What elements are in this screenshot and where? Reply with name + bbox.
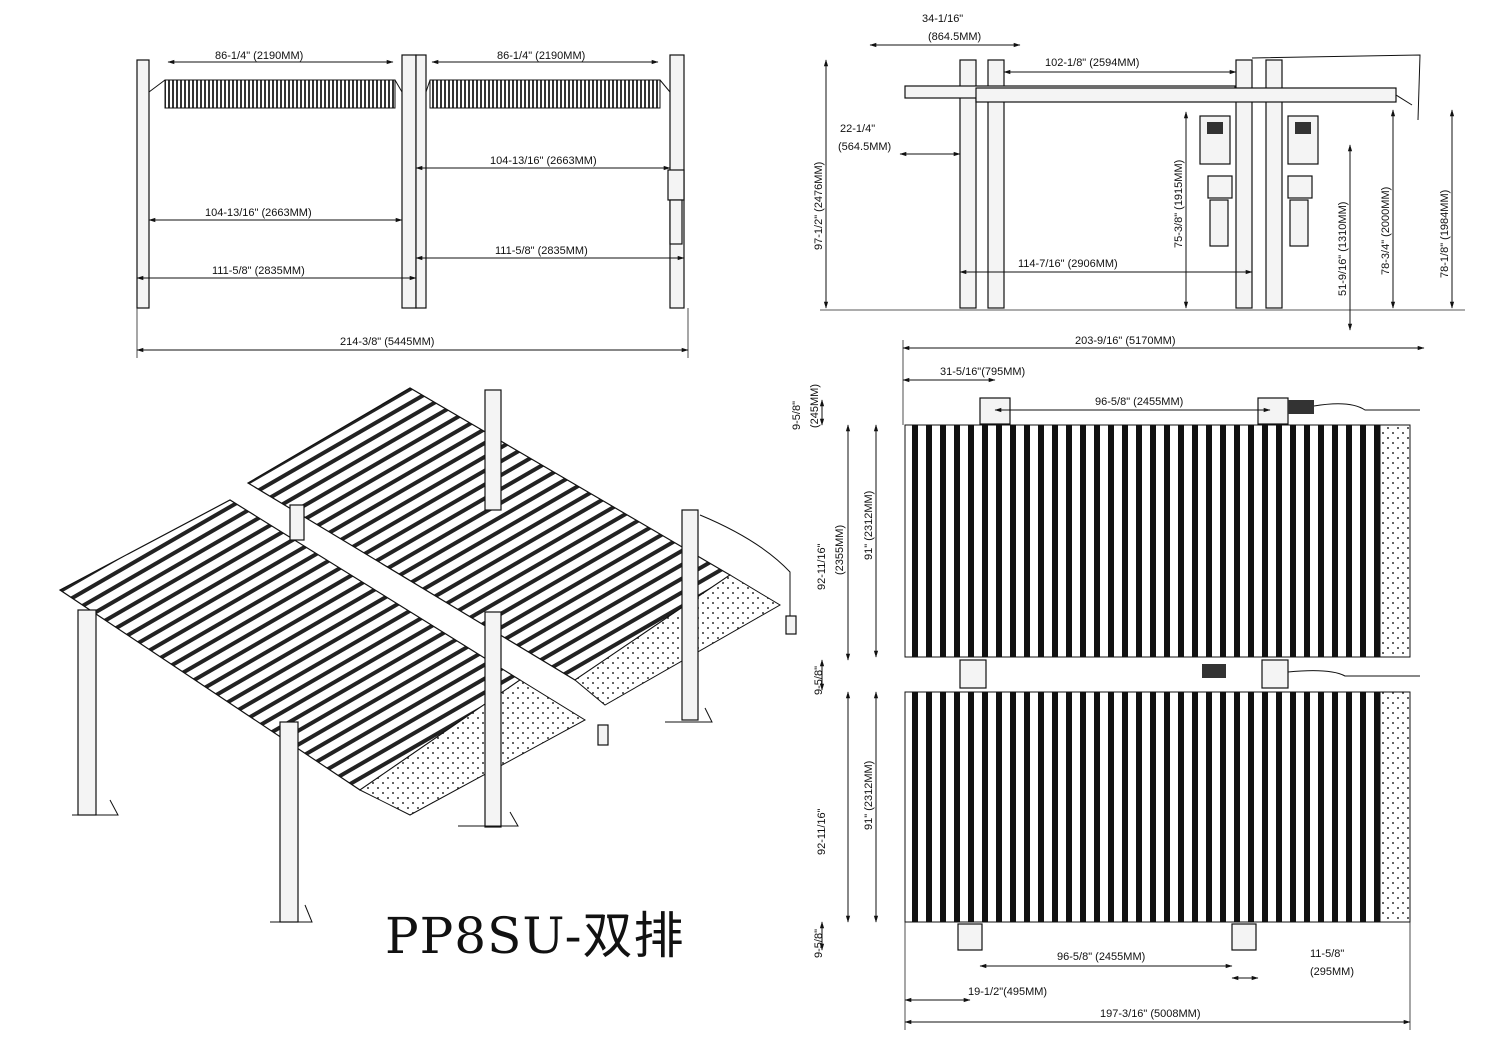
dim-span-left: 86-1/4" (2190MM) bbox=[215, 50, 303, 62]
dim-bay-width: 92-11/16" bbox=[816, 543, 828, 590]
dim-lift-height: 75-3/8" (1915MM) bbox=[1173, 160, 1185, 248]
motor bbox=[1287, 175, 1313, 199]
hose bbox=[1313, 403, 1420, 411]
dim-post-to-front: 31-5/16"(795MM) bbox=[940, 366, 1025, 378]
post-plate bbox=[957, 923, 983, 951]
isometric-view bbox=[58, 387, 797, 923]
post-plate bbox=[959, 659, 987, 689]
dim-outer-left: 111-5/8" (2835MM) bbox=[212, 265, 305, 277]
post bbox=[77, 609, 97, 816]
ramp-lower bbox=[1379, 691, 1411, 923]
post bbox=[136, 59, 150, 309]
post-plate bbox=[1231, 923, 1257, 951]
post bbox=[987, 59, 1005, 309]
dim-front-offset: 19-1/2"(495MM) bbox=[968, 986, 1047, 998]
dim-post-spacing-bottom: 96-5/8" (2455MM) bbox=[1057, 951, 1145, 963]
dim-post-spacing-top: 96-5/8" (2455MM) bbox=[1095, 396, 1183, 408]
dim-platform-length: 102-1/8" (2594MM) bbox=[1045, 57, 1139, 69]
post bbox=[1235, 59, 1253, 309]
dim-span-right: 86-1/4" (2190MM) bbox=[497, 50, 585, 62]
ramp-front bbox=[359, 679, 586, 816]
front-view: 86-1/4" (2190MM) 86-1/4" (2190MM) 104-13… bbox=[136, 50, 689, 358]
motor bbox=[1207, 175, 1233, 199]
dim-end-gap: 9-5/8" bbox=[791, 401, 803, 430]
control-panel-icon bbox=[1207, 122, 1223, 134]
top-view: 203-9/16" (5170MM) 31-5/16"(795MM) 96-5/… bbox=[791, 335, 1425, 1030]
dim-rear-offset: 11-5/8" bbox=[1310, 948, 1344, 960]
dim-post-spacing: 114-7/16" (2906MM) bbox=[1018, 258, 1118, 270]
dim-end-gap-3: 9-5/8" bbox=[813, 929, 825, 958]
power-unit bbox=[785, 615, 797, 635]
platform-beam bbox=[429, 79, 661, 109]
dim-power-unit-height: 51-9/16" (1310MM) bbox=[1337, 202, 1349, 296]
dim-total-height: 97-1/2" (2476MM) bbox=[813, 162, 825, 250]
power-unit bbox=[1202, 664, 1226, 678]
post-plate bbox=[979, 397, 1011, 425]
post bbox=[681, 509, 699, 721]
dim-rise-height: 78-3/4" (2000MM) bbox=[1380, 187, 1392, 275]
dim-runway-width: 91" (2312MM) bbox=[863, 491, 875, 560]
dim-overhang: 22-1/4" bbox=[840, 123, 875, 135]
side-view: 34-1/16" (864.5MM) 102-1/8" (2594MM) 22-… bbox=[813, 13, 1465, 331]
ramp-upper bbox=[1379, 424, 1411, 658]
dim-runway-width-2: 91" (2312MM) bbox=[863, 761, 875, 830]
hose bbox=[1287, 670, 1420, 677]
post-plate bbox=[1261, 659, 1289, 689]
power-unit bbox=[597, 724, 609, 746]
oil-tank bbox=[669, 199, 683, 245]
dim-rear-offset-mm: (295MM) bbox=[1310, 966, 1354, 978]
dim-total-width: 214-3/8" (5445MM) bbox=[340, 336, 434, 348]
dim-total-length: 203-9/16" (5170MM) bbox=[1075, 335, 1176, 347]
post-plate bbox=[1257, 397, 1289, 425]
post bbox=[484, 611, 502, 828]
runway-lower bbox=[904, 691, 1381, 923]
oil-tank bbox=[1209, 199, 1229, 247]
dim-outer-right: 111-5/8" (2835MM) bbox=[495, 245, 588, 257]
post bbox=[1265, 59, 1283, 309]
dim-overhang-mm: (564.5MM) bbox=[838, 141, 891, 153]
dim-bay-width-mm: (2355MM) bbox=[834, 525, 846, 575]
dim-clear-height: 78-1/8" (1984MM) bbox=[1439, 190, 1451, 278]
oil-tank bbox=[1289, 199, 1309, 247]
runway bbox=[975, 87, 1397, 103]
dim-end-gap-2: 9-5/8" bbox=[813, 666, 825, 695]
hose bbox=[1251, 54, 1421, 121]
dim-inner-left: 104-13/16" (2663MM) bbox=[205, 207, 312, 219]
post bbox=[959, 59, 977, 309]
post bbox=[401, 54, 417, 309]
dim-post-offset-mm: (864.5MM) bbox=[928, 31, 981, 43]
dim-end-gap-mm: (245MM) bbox=[809, 384, 821, 428]
control-panel-icon bbox=[1295, 122, 1311, 134]
post bbox=[279, 721, 299, 923]
power-unit bbox=[1288, 400, 1314, 414]
dim-base-length: 197-3/16" (5008MM) bbox=[1100, 1008, 1201, 1020]
runway-upper bbox=[904, 424, 1381, 658]
dim-post-offset: 34-1/16" bbox=[922, 13, 963, 25]
power-unit bbox=[667, 169, 685, 201]
hose bbox=[699, 514, 791, 630]
dim-inner-right: 104-13/16" (2663MM) bbox=[490, 155, 597, 167]
dim-bay-width-2: 92-11/16" bbox=[816, 808, 828, 855]
post bbox=[289, 504, 305, 541]
post bbox=[415, 54, 427, 309]
post bbox=[484, 389, 502, 511]
platform-beam bbox=[164, 79, 396, 109]
model-title: PP8SU-双排 bbox=[385, 907, 685, 965]
ramp-back bbox=[574, 574, 781, 706]
